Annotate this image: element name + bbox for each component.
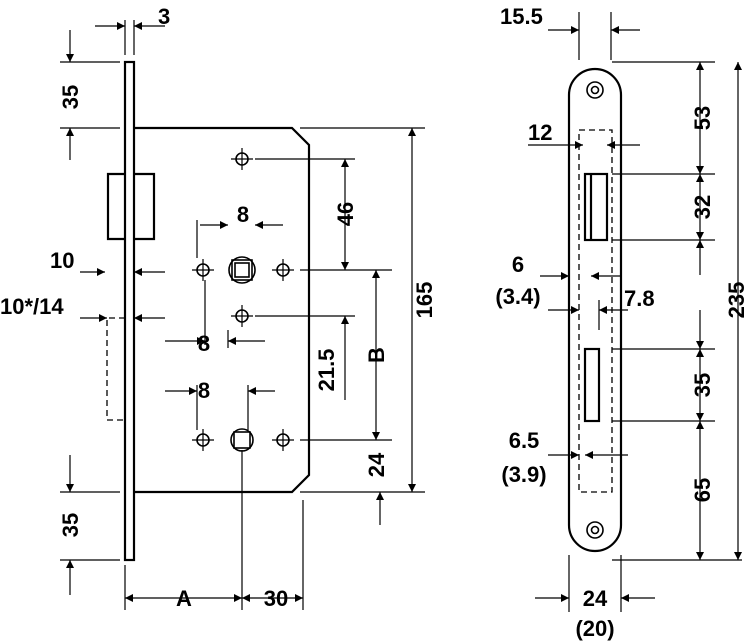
dim-width-24: 24 <box>583 586 608 611</box>
dim-width-top: 15.5 <box>500 4 543 29</box>
forend-screws <box>586 81 604 539</box>
dim-forend-10-14: 10*/14 <box>0 294 64 319</box>
dim-6-alt: (3.4) <box>495 284 540 309</box>
dim-6: 6 <box>512 252 524 277</box>
dim-body-height: 165 <box>412 282 437 319</box>
cylinder-hub <box>230 428 254 452</box>
dim-7-8: 7.8 <box>624 286 655 311</box>
dim-mid-hole-width: 8 <box>198 331 210 356</box>
side-dimension-labels: 15.5 12 6 (3.4) 7.8 6.5 (3.9) 53 32 35 6… <box>495 4 746 641</box>
dim-distance-b: B <box>364 347 389 363</box>
dim-latch-32: 32 <box>690 195 715 219</box>
screw-holes <box>196 152 290 447</box>
dim-6-5: 6.5 <box>509 428 540 453</box>
dim-12: 12 <box>528 120 552 145</box>
latch-bolt <box>106 172 156 241</box>
bolt-slot <box>583 347 601 423</box>
case-outline <box>578 129 613 493</box>
dim-backset-a: A <box>176 586 192 611</box>
dim-key-to-bottom: 24 <box>364 452 389 477</box>
dim-bottom-offset: 35 <box>58 513 83 537</box>
front-dimension-labels: 3 35 35 165 46 21.5 B 24 10 10*/14 8 8 8… <box>0 4 437 611</box>
latch-slot <box>583 172 609 242</box>
side-extension-lines <box>568 12 742 612</box>
dim-top-offset: 35 <box>58 85 83 109</box>
lock-body <box>134 126 311 494</box>
dim-backset-30: 30 <box>264 586 288 611</box>
forend-plate <box>567 67 623 553</box>
dim-spindle-mid-hole: 21.5 <box>314 349 339 392</box>
dim-bolt-35: 35 <box>690 373 715 397</box>
dimension-arrows <box>66 22 416 602</box>
dim-width-24-alt: (20) <box>575 616 614 641</box>
front-view: 3 35 35 165 46 21.5 B 24 10 10*/14 8 8 8… <box>0 4 437 611</box>
dim-6-5-alt: (3.9) <box>501 462 546 487</box>
deadbolt-outline <box>106 317 125 421</box>
side-view: 15.5 12 6 (3.4) 7.8 6.5 (3.9) 53 32 35 6… <box>495 4 746 641</box>
dim-total-235: 235 <box>724 282 746 319</box>
dim-lower-square: 8 <box>198 378 210 403</box>
dim-bottom-65: 65 <box>690 478 715 502</box>
center-marks <box>192 148 294 451</box>
dim-forend-10: 10 <box>50 248 74 273</box>
dim-spindle-square: 8 <box>237 202 249 227</box>
dim-top-53: 53 <box>690 106 715 130</box>
dim-spindle-top-hole: 46 <box>333 202 358 226</box>
side-dimension-arrows <box>528 26 742 602</box>
dim-faceplate-thickness: 3 <box>158 4 170 29</box>
spindle-hub <box>228 256 256 284</box>
faceplate <box>123 60 136 562</box>
